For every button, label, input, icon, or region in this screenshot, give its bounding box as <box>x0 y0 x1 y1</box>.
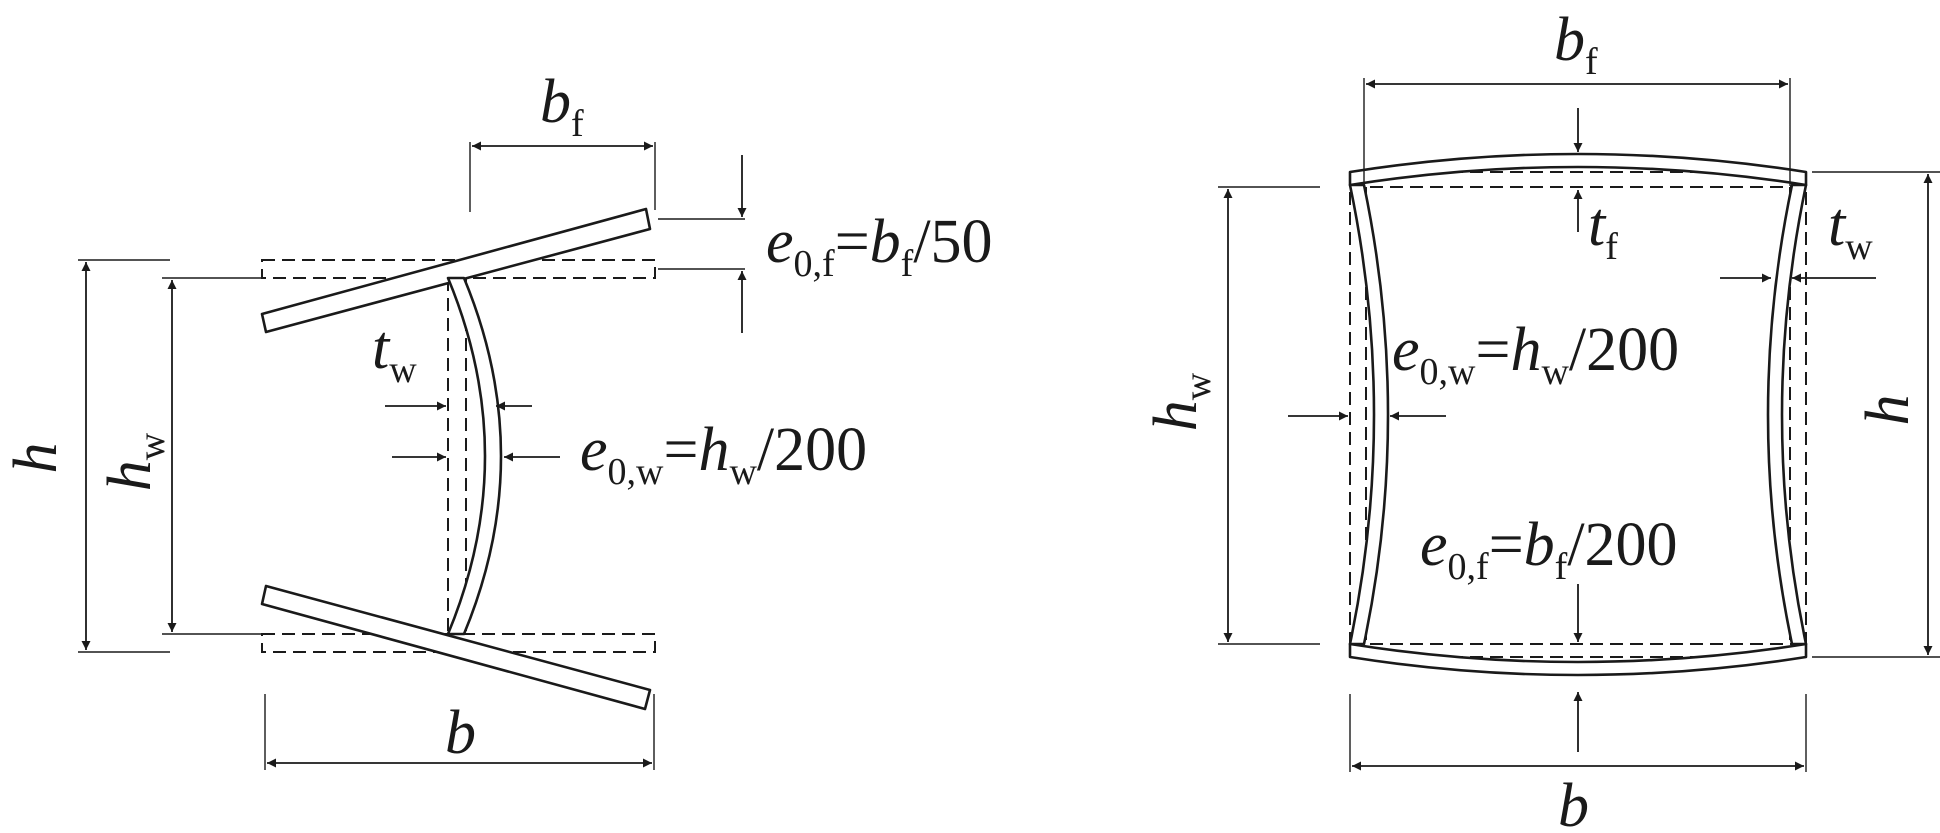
right-section: bf b hw h tf <box>1142 6 1940 833</box>
left-e0w-formula: e0,w=hw/200 <box>580 416 867 493</box>
left-bf-label: bf <box>540 68 584 145</box>
right-b-dimension <box>1349 694 1807 772</box>
left-tw-label: tw <box>372 314 417 391</box>
right-top-flange <box>1348 152 1808 187</box>
left-deformed-outline <box>260 207 652 711</box>
right-deformed-outline <box>1348 152 1808 677</box>
right-e0f-formula: e0,f=bf/200 <box>1420 511 1678 588</box>
right-h-dimension <box>1812 171 1940 658</box>
left-web <box>446 276 503 636</box>
right-h-label: h <box>1854 395 1922 426</box>
right-bf-dimension <box>1363 78 1791 186</box>
left-e0f-formula: e0,f=bf/50 <box>766 208 993 285</box>
left-b-label: b <box>445 699 476 767</box>
right-b-label: b <box>1558 772 1589 833</box>
right-right-web <box>1766 183 1808 646</box>
left-top-flange <box>260 207 652 334</box>
left-bf-dimension <box>469 141 656 212</box>
right-hw-label: hw <box>1142 372 1219 431</box>
left-hw-dimension <box>162 277 262 635</box>
left-bottom-flange <box>260 584 652 711</box>
right-left-web <box>1348 183 1390 646</box>
right-tw-label: tw <box>1828 191 1873 268</box>
left-section: bf b h hw e0,f=bf/50 <box>2 68 993 770</box>
left-e0f-dimension <box>658 155 747 333</box>
right-tf-label: tf <box>1588 191 1618 268</box>
left-h-dimension <box>78 259 170 653</box>
right-hw-dimension <box>1218 186 1320 645</box>
right-bf-label: bf <box>1554 6 1598 83</box>
right-e0w-formula: e0,w=hw/200 <box>1392 316 1679 393</box>
left-b-dimension <box>264 694 655 770</box>
right-bottom-flange <box>1348 642 1808 677</box>
left-h-label: h <box>2 443 70 474</box>
left-hw-label: hw <box>96 432 173 491</box>
